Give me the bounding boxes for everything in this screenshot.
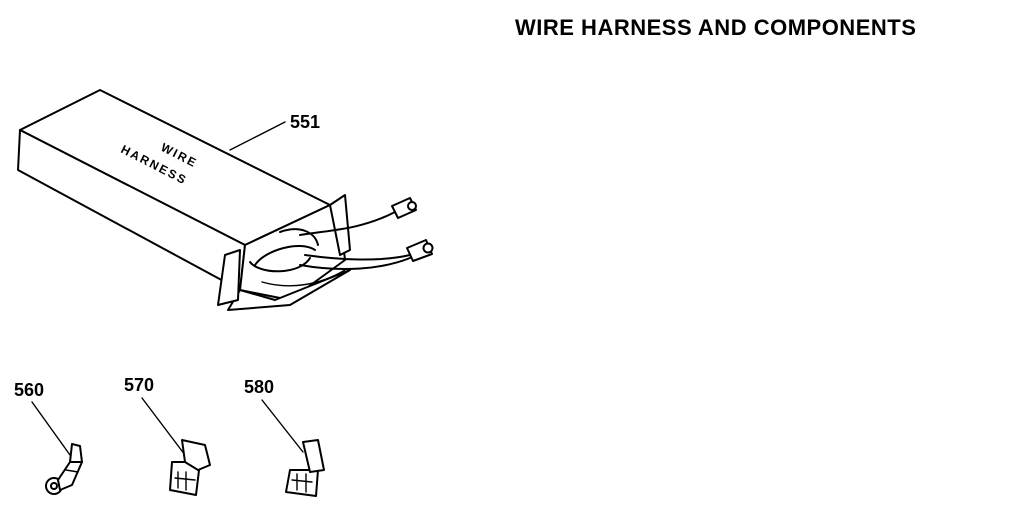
callout-560: 560 [14, 380, 44, 400]
flag-terminal [169, 439, 211, 496]
callout-leader-570 [141, 397, 186, 456]
callout-570: 570 [124, 375, 154, 395]
ring-terminal [45, 443, 83, 495]
callout-leader-580 [261, 399, 304, 453]
connector-terminal-lower [406, 239, 434, 262]
quick-disconnect-terminal [285, 439, 325, 497]
callout-580: 580 [244, 377, 274, 397]
callout-leader-560 [31, 401, 71, 456]
wire-harness-box: WIRE HARNESS [17, 89, 434, 311]
connector-terminal-upper [391, 197, 417, 219]
callout-leader-551 [229, 121, 286, 151]
diagram-title: WIRE HARNESS AND COMPONENTS [515, 15, 916, 40]
callout-551: 551 [290, 112, 320, 132]
